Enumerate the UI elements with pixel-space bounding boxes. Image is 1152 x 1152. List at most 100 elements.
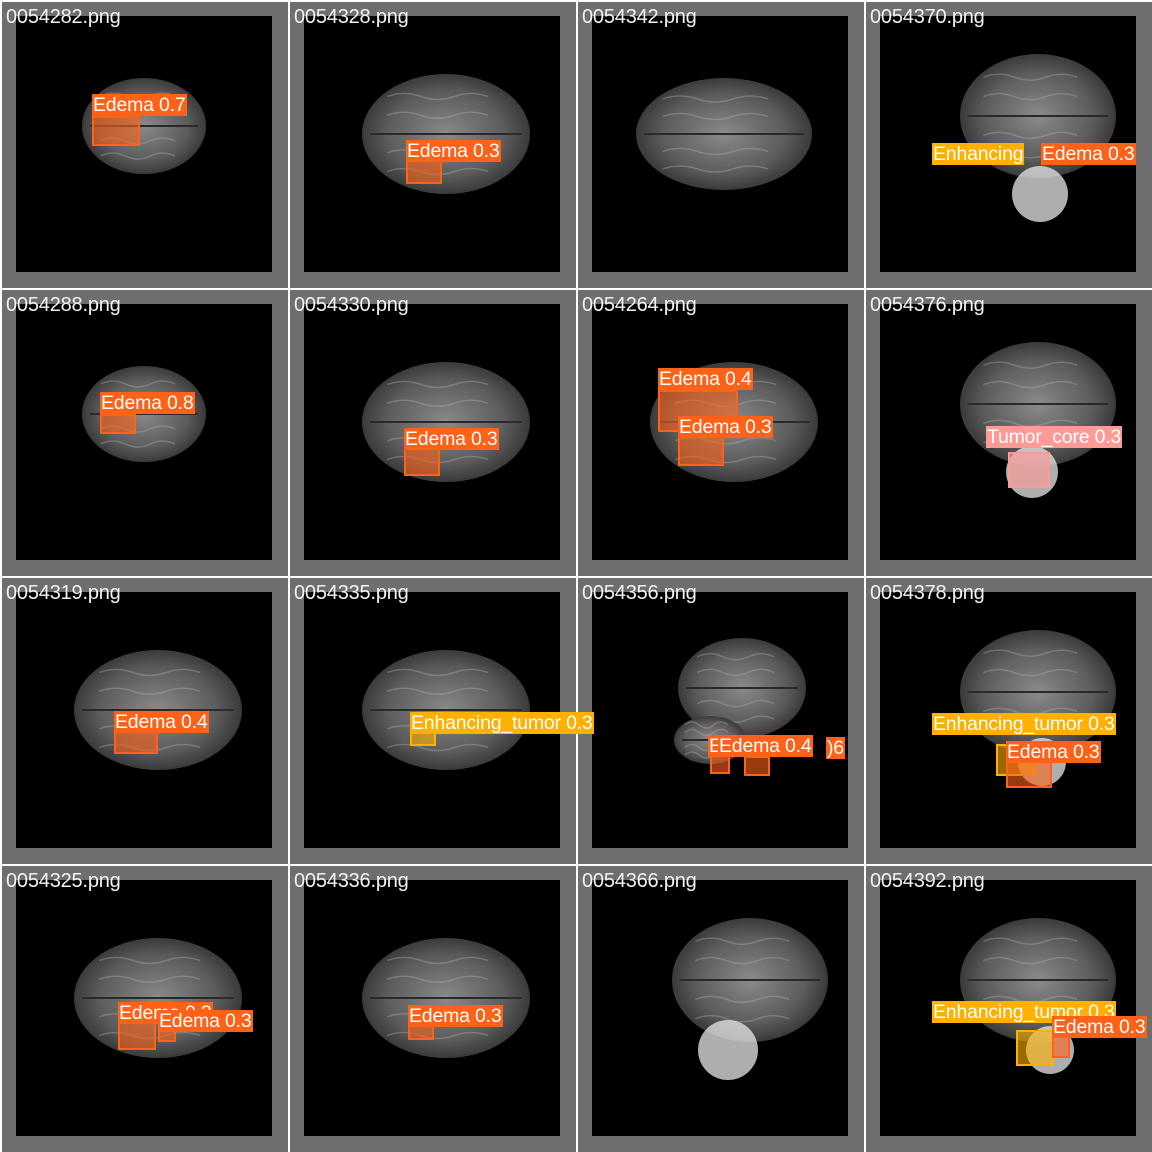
brain-gyrus — [386, 399, 489, 407]
brain-slice-graphic — [362, 650, 530, 770]
brain-slice-graphic — [674, 638, 806, 764]
detection-box — [100, 414, 136, 434]
detection-box — [1016, 1030, 1054, 1066]
brain-gyrus — [983, 668, 1078, 677]
detection-label: Enhancing_tumor 0.3 — [410, 712, 594, 734]
mri-scan-image — [592, 16, 848, 272]
mosaic-tile: 0054366.png — [578, 866, 864, 1152]
detection-label: Edema 0.3 — [678, 416, 773, 438]
brain-gyrus — [386, 668, 489, 677]
brain-gyrus — [983, 937, 1078, 945]
brain-gyrus — [695, 995, 790, 1004]
brain-gyrus — [696, 653, 775, 661]
image-filename: 0054288.png — [6, 294, 121, 316]
brain-gyrus — [983, 92, 1078, 101]
image-filename: 0054376.png — [870, 294, 985, 316]
brain-slice-graphic — [636, 78, 812, 190]
brain-gyrus — [696, 668, 775, 677]
brain-gyrus — [695, 937, 790, 945]
brain-gyrus — [983, 380, 1078, 389]
brain-slice-graphic — [672, 918, 828, 1080]
brain-gyrus — [983, 649, 1078, 657]
brain-slice-graphic — [82, 366, 206, 462]
tumor-hyperintensity — [1012, 166, 1068, 222]
image-filename: 0054330.png — [294, 294, 409, 316]
image-filename: 0054366.png — [582, 870, 697, 892]
mri-scan-image — [304, 16, 560, 272]
brain-gyrus — [98, 668, 201, 677]
brain-gyrus — [983, 131, 1078, 140]
brain-gyrus — [386, 687, 489, 695]
image-filename: 0054356.png — [582, 582, 697, 604]
image-filename: 0054335.png — [294, 582, 409, 604]
brain-gyrus — [696, 699, 775, 708]
image-filename: 0054325.png — [6, 870, 121, 892]
mri-scan-image — [16, 304, 272, 560]
image-filename: 0054342.png — [582, 6, 697, 28]
image-filename: 0054336.png — [294, 870, 409, 892]
brain-gyrus — [100, 440, 176, 448]
image-filename: 0054328.png — [294, 6, 409, 28]
image-filename: 0054370.png — [870, 6, 985, 28]
detection-label: Edema 0.4 — [114, 711, 209, 733]
brain-slice-graphic — [362, 74, 530, 194]
brain-gyrus — [695, 1015, 790, 1023]
detection-label: Edema 0.3 — [408, 1005, 503, 1027]
image-filename: 0054282.png — [6, 6, 121, 28]
brain-gyrus — [386, 92, 489, 101]
brain-gyrus — [386, 111, 489, 119]
detection-label: Edema 0.7 — [92, 94, 187, 116]
detection-label: Edema 0.3 — [1052, 1016, 1147, 1038]
brain-gyrus — [983, 361, 1078, 369]
brain-gyrus — [386, 1031, 489, 1040]
brain-gyrus — [684, 721, 729, 729]
brain-gyrus — [386, 743, 489, 752]
detection-label: )6 — [826, 737, 845, 759]
detection-label: Tumor_core 0.3 — [986, 426, 1123, 448]
tumor-hyperintensity — [698, 1020, 758, 1080]
detection-label: Edema 0.8 — [100, 392, 195, 414]
image-filename: 0054378.png — [870, 582, 985, 604]
brain-gyrus — [662, 95, 769, 103]
detection-label: Edema 0.3 — [158, 1010, 253, 1032]
image-filename: 0054319.png — [6, 582, 121, 604]
detection-label: Edema 0.3 — [404, 428, 499, 450]
image-filename: 0054264.png — [582, 294, 697, 316]
detection-box — [92, 116, 140, 146]
mri-scan-image — [592, 880, 848, 1136]
brain-slice-graphic — [82, 78, 206, 174]
detection-label: Edema 0.3 — [1041, 143, 1136, 165]
detection-box — [1008, 452, 1050, 488]
detection-label: Edema 0.3 — [406, 140, 501, 162]
brain-gyrus — [983, 73, 1078, 81]
brain-gyrus — [386, 975, 489, 983]
detection-label: Enhancing — [932, 143, 1025, 165]
brain-gyrus — [662, 112, 769, 121]
detection-label: Edema 0.4 — [718, 735, 813, 757]
detection-label: Enhancing_tumor 0.3 — [932, 713, 1116, 735]
brain-gyrus — [100, 152, 176, 160]
brain-gyrus — [983, 956, 1078, 965]
brain-gyrus — [98, 956, 201, 965]
brain-gyrus — [100, 380, 176, 388]
brain-gyrus — [695, 956, 790, 965]
brain-gyrus — [386, 956, 489, 965]
image-filename: 0054392.png — [870, 870, 985, 892]
brain-gyrus — [662, 147, 769, 156]
detection-label: Edema 0.3 — [1006, 741, 1101, 763]
brain-gyrus — [662, 165, 769, 173]
